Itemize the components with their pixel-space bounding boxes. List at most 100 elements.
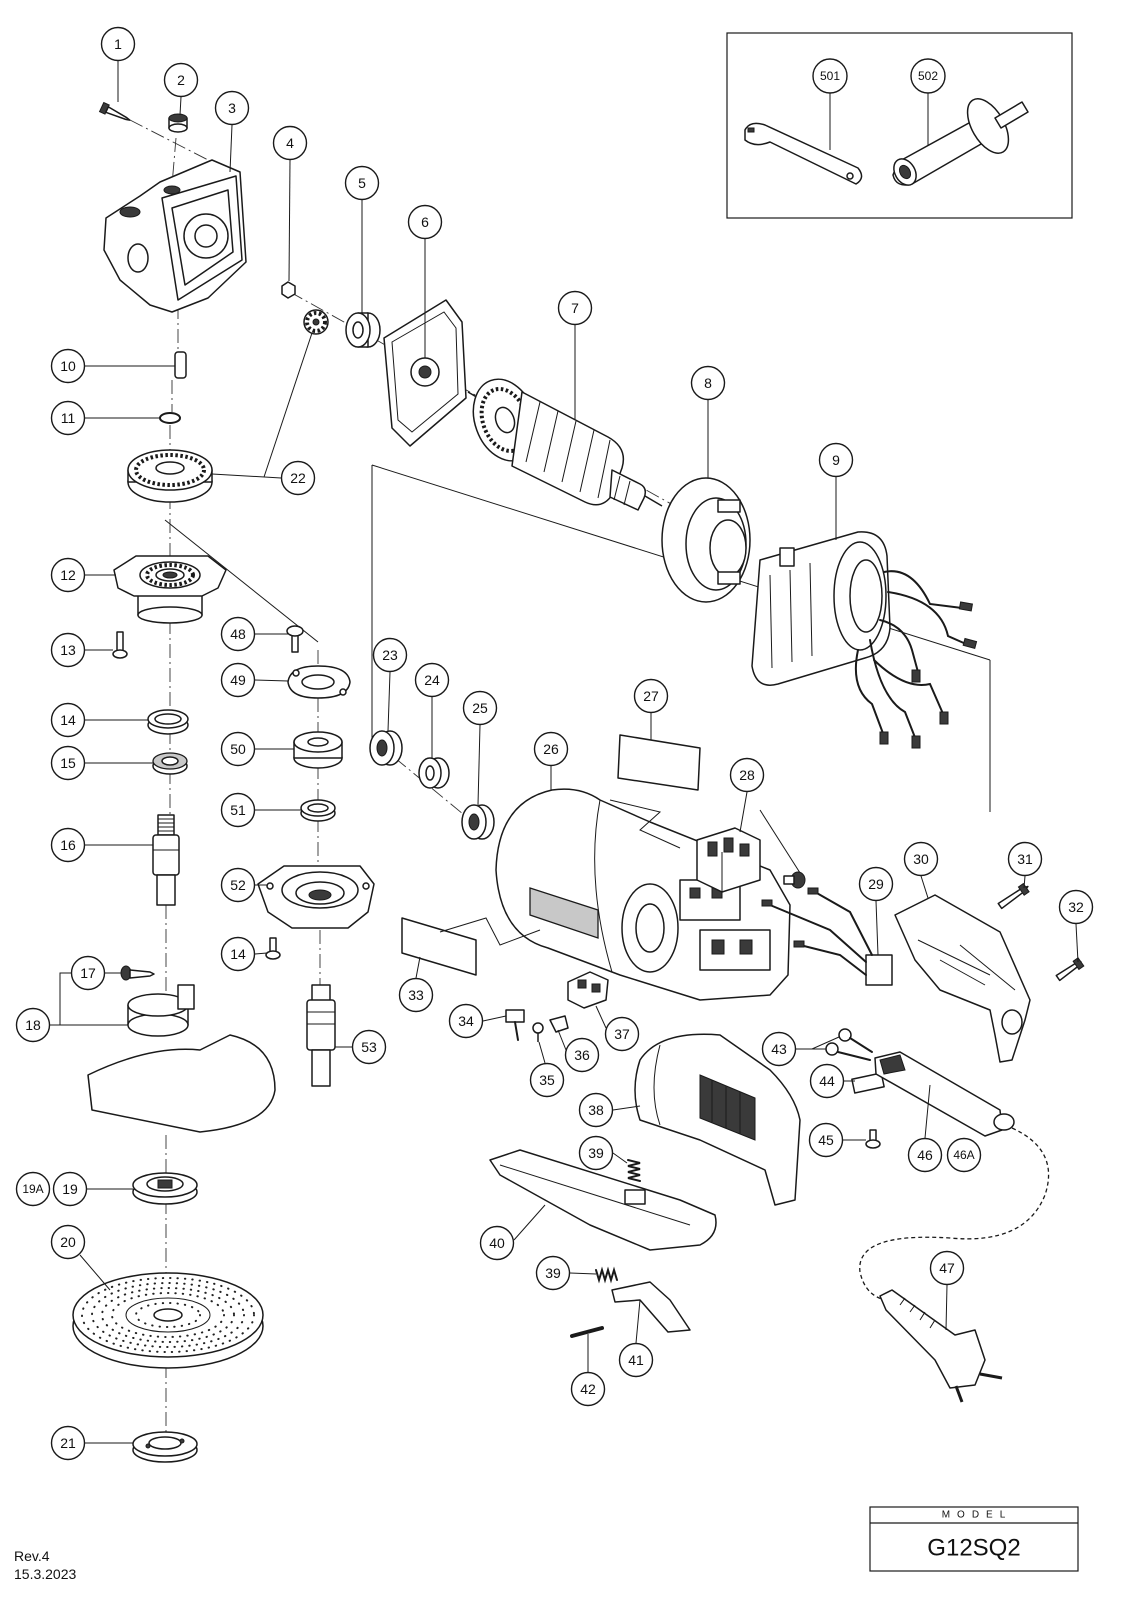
part-4-nut: [281, 281, 296, 299]
part-14-ring: [147, 709, 189, 735]
part-53-spindle: [306, 984, 336, 1087]
callout-23: 23: [372, 637, 408, 673]
callout-circle: [280, 460, 316, 496]
callout-circle: [604, 1016, 640, 1052]
callout-circle: [910, 58, 946, 94]
revision-text: Rev.4: [14, 1548, 50, 1564]
part-39-spring: [595, 1266, 618, 1284]
callout-number: 30: [913, 851, 929, 867]
callout-circle: [272, 125, 308, 161]
callout-33: 33: [398, 977, 434, 1013]
callout-circle: [812, 58, 848, 94]
assembly-center-lines: [129, 119, 991, 1432]
callout-circle: [809, 1063, 845, 1099]
callout-circle: [570, 1371, 606, 1407]
callout-29: 29: [858, 866, 894, 902]
callout-circle: [557, 290, 593, 326]
callout-circle: [903, 841, 939, 877]
callout-number: 43: [771, 1041, 787, 1057]
callout-number: 24: [424, 672, 440, 688]
callout-45: 45: [808, 1122, 844, 1158]
callout-17: 17: [70, 955, 106, 991]
callout-7: 7: [557, 290, 593, 326]
model-label: MODEL: [942, 1510, 1013, 1521]
callout-number: 15: [60, 755, 76, 771]
callout-circle: [163, 62, 199, 98]
part-22-spiral-bevel-gear: [127, 449, 213, 503]
callout-number: 26: [543, 741, 559, 757]
callout-51: 51: [220, 792, 256, 828]
part-46-cord-armor: [874, 1051, 1015, 1137]
callout-circle: [907, 1137, 943, 1173]
callout-38: 38: [578, 1092, 614, 1128]
part-17-screw: [120, 965, 155, 981]
callout-number: 42: [580, 1381, 596, 1397]
callout-41: 41: [618, 1342, 654, 1378]
part-11-retaining-ring: [159, 412, 181, 424]
callout-circle: [690, 365, 726, 401]
callout-30: 30: [903, 841, 939, 877]
part-2-brush-cap: [168, 113, 188, 133]
callout-circle: [220, 731, 256, 767]
callout-number: 17: [80, 965, 96, 981]
part-1-screw: [98, 101, 131, 121]
callout-1: 1: [100, 26, 136, 62]
callout-49: 49: [220, 662, 256, 698]
callout-circle: [1007, 841, 1043, 877]
callout-circle: [414, 662, 450, 698]
callouts: 1234567891011221213484914155051165214232…: [15, 26, 1094, 1461]
callout-circle: [533, 731, 569, 767]
callout-circle: [220, 867, 256, 903]
part-37-brush-holder: [567, 971, 609, 1009]
part-22-pinion-gear: [303, 309, 329, 335]
callout-circle: [729, 757, 765, 793]
part-7-armature: [467, 378, 663, 511]
part-28-screw: [783, 871, 806, 889]
callout-number: 19A: [22, 1182, 43, 1196]
callout-53: 53: [351, 1029, 387, 1065]
callout-26: 26: [533, 731, 569, 767]
part-24-ball-bearing: [418, 757, 450, 789]
callout-21: 21: [50, 1425, 86, 1461]
callout-circle: [50, 1425, 86, 1461]
callout-number: 11: [61, 410, 76, 426]
part-6-bearing-plate: [383, 299, 467, 447]
model-box: MODEL G12SQ2: [869, 1506, 1079, 1572]
callout-22: 22: [280, 460, 316, 496]
callout-52: 52: [220, 867, 256, 903]
part-31-screw: [997, 882, 1030, 910]
callout-circle: [220, 792, 256, 828]
callout-42: 42: [570, 1371, 606, 1407]
callout-number: 32: [1068, 899, 1084, 915]
callout-number: 5: [358, 175, 366, 191]
part-42-pin: [570, 1326, 604, 1338]
callout-number: 12: [60, 567, 76, 583]
callout-46: 46: [907, 1137, 943, 1173]
callout-circle: [535, 1255, 571, 1291]
callout-number: 41: [628, 1352, 644, 1368]
callout-number: 53: [361, 1039, 377, 1055]
callout-number: 8: [704, 375, 712, 391]
callout-8: 8: [690, 365, 726, 401]
callout-circle: [808, 1122, 844, 1158]
part-21-wheel-nut: [132, 1431, 198, 1463]
callout-circle: [1058, 889, 1094, 925]
callout-number: 18: [25, 1017, 41, 1033]
part-8-bracket: [661, 477, 751, 603]
callout-number: 36: [574, 1047, 590, 1063]
part-40-switch-lever: [489, 1149, 717, 1251]
callout-number: 29: [868, 876, 884, 892]
part-30-handle-cover: [894, 894, 1031, 1063]
callout-number: 501: [820, 69, 840, 83]
callout-circle: [50, 1224, 86, 1260]
callout-circle: [351, 1029, 387, 1065]
callout-5: 5: [344, 165, 380, 201]
callout-number: 9: [832, 452, 840, 468]
callout-number: 49: [230, 672, 246, 688]
callout-number: 50: [230, 741, 246, 757]
callout-circle: [70, 955, 106, 991]
callout-circle: [15, 1171, 51, 1207]
callout-number: 39: [545, 1265, 561, 1281]
part-39-spring: [627, 1159, 641, 1182]
